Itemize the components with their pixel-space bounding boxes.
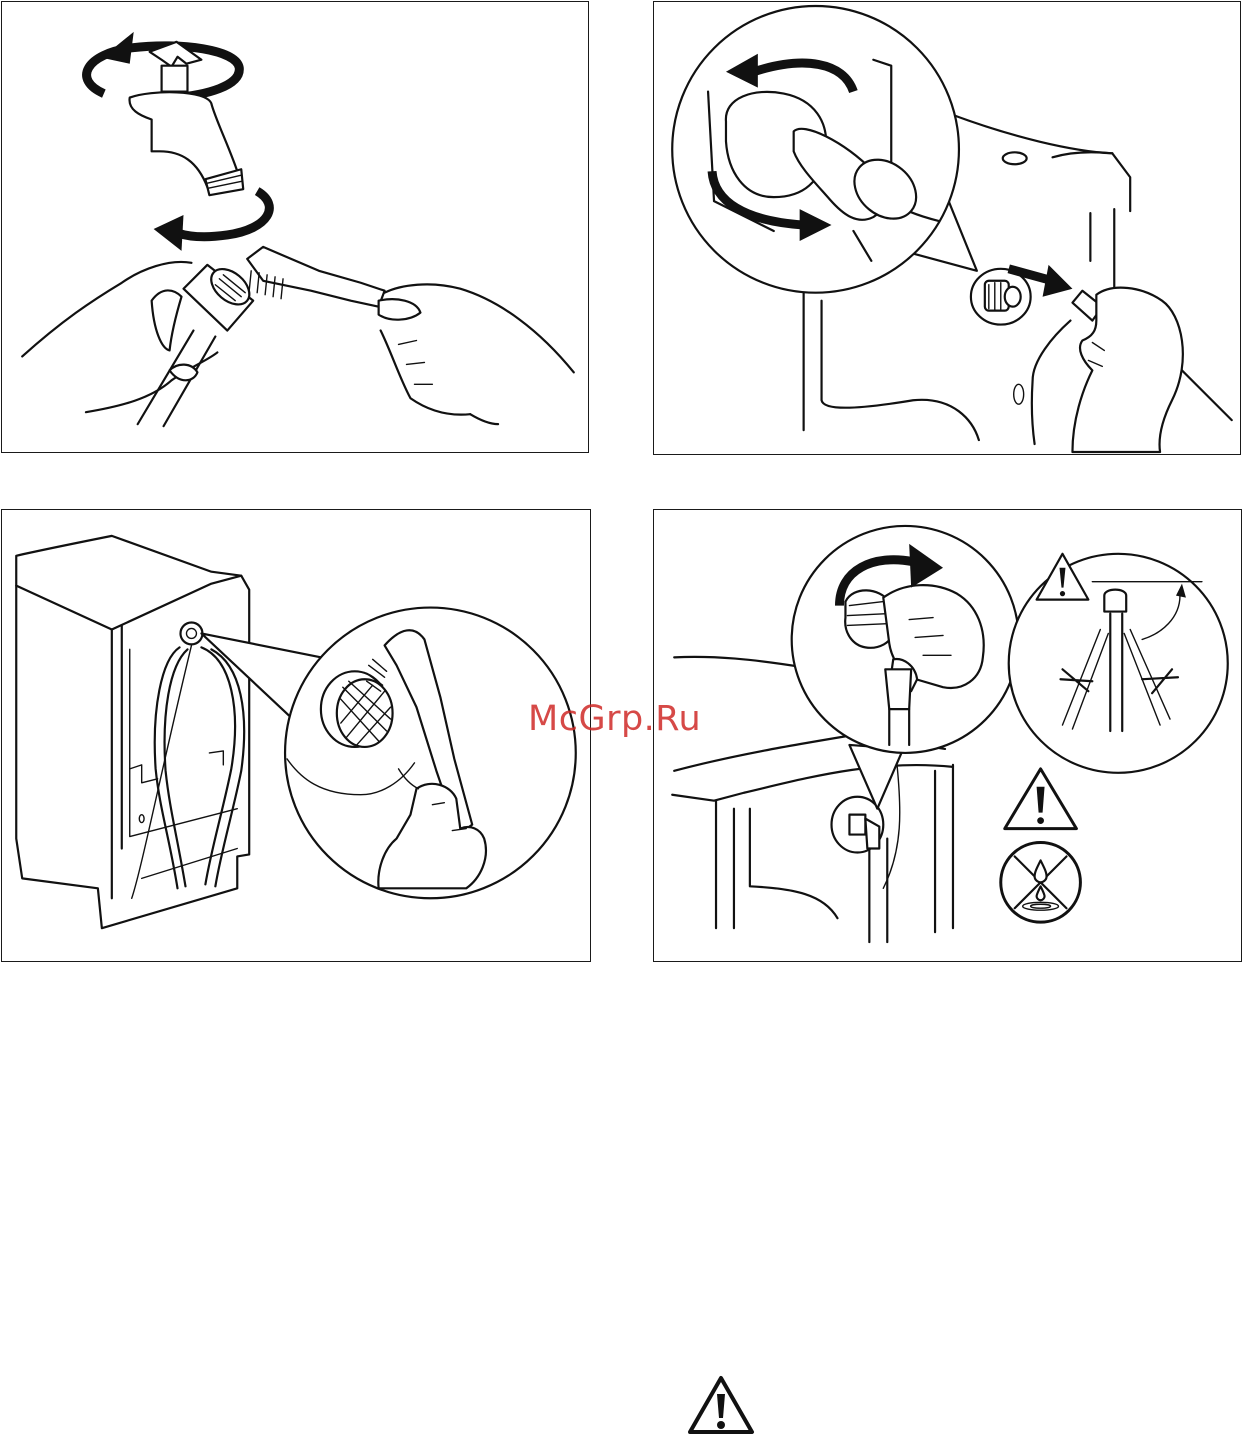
warning-triangle-icon-2 <box>1005 769 1077 829</box>
figure-remove-inlet-hose <box>653 1 1241 455</box>
inlet-valve-icon <box>971 269 1031 325</box>
rotate-arrow-icon-2 <box>154 191 270 251</box>
magnifier-circle <box>201 608 575 899</box>
warning-triangle-icon <box>686 1374 756 1436</box>
machine-rear <box>16 536 249 928</box>
hand-icon-2 <box>379 284 574 424</box>
figure-reconnect-hose <box>653 509 1242 962</box>
inlet-valve-icon <box>832 797 888 942</box>
figure-clean-tap-filter <box>1 1 589 453</box>
hand-icon <box>1032 288 1183 452</box>
watermark-text: McGrp.Ru <box>528 699 701 739</box>
illustration-clean-tap-filter <box>2 2 588 452</box>
filter-nut-icon <box>183 262 256 331</box>
figure-clean-valve-filter <box>1 509 591 962</box>
illustration-remove-inlet-hose <box>654 2 1240 454</box>
magnifier-circle-2 <box>1009 554 1228 773</box>
no-leak-icon <box>1001 843 1081 923</box>
tap-icon <box>130 42 244 195</box>
illustration-reconnect-hose <box>654 510 1241 961</box>
illustration-clean-valve-filter <box>2 510 590 961</box>
magnifier-circle <box>672 6 977 293</box>
brush-icon <box>247 247 384 307</box>
